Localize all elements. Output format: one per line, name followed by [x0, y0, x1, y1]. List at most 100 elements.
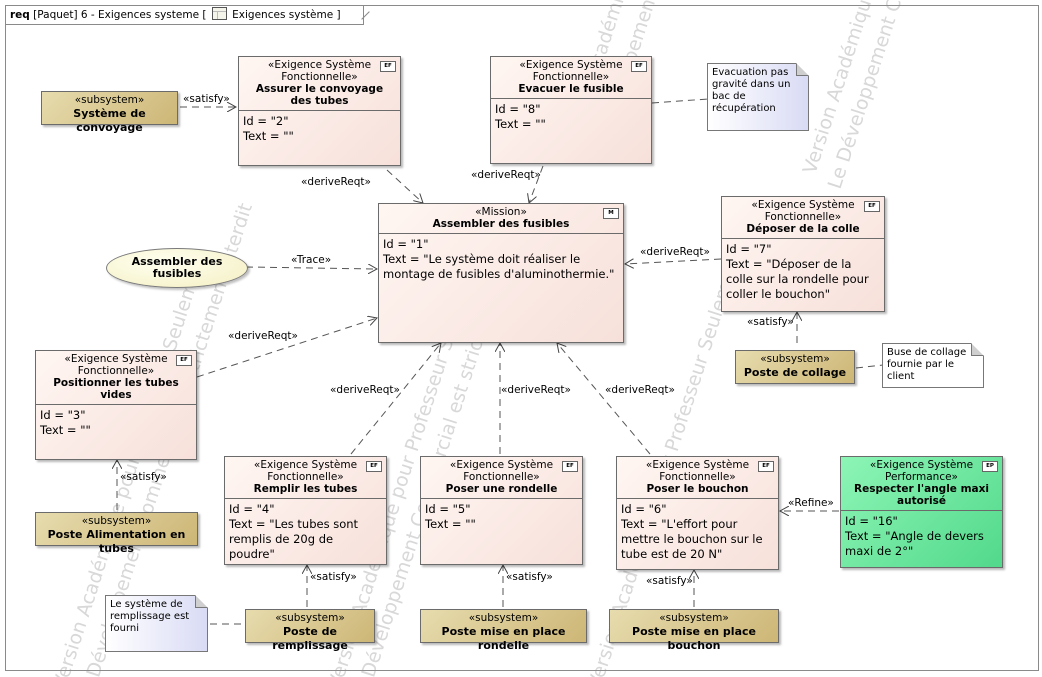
requirement-6[interactable]: EF «Exigence Système Fonctionnelle» Pose… — [616, 456, 779, 570]
requirement-header: «Exigence Système Fonctionnelle» Evacuer… — [491, 57, 651, 99]
derive-reqt-label: «deriveReqt» — [301, 176, 371, 188]
requirement-text: Text = "L'effort pour mettre le bouchon … — [621, 517, 763, 561]
requirement-header: «Exigence Système Performance» Respecter… — [841, 457, 1002, 511]
requirement-title: Poser le bouchon — [646, 483, 749, 495]
trace-label: «Trace» — [291, 254, 332, 266]
requirement-body: Id = "5" Text = "" — [421, 499, 582, 535]
requirement-text: Text = "" — [425, 517, 476, 531]
satisfy-label: «satisfy» — [310, 571, 357, 583]
subsystem-rondelle[interactable]: «subsystem» Poste mise en place rondelle — [420, 609, 587, 652]
requirement-id: Id = "16" — [845, 514, 898, 528]
requirement-body: Id = "2" Text = "" — [239, 111, 400, 147]
subsystem-collage[interactable]: «subsystem» Poste de collage — [735, 350, 855, 384]
requirement-badge: EF — [380, 61, 396, 72]
derive-r4-line — [350, 343, 441, 455]
requirement-id: Id = "3" — [40, 408, 86, 422]
mission-stereotype: «Mission» — [475, 206, 527, 218]
requirement-text: Text = "" — [495, 117, 546, 131]
requirement-id: Id = "8" — [495, 102, 541, 116]
diagram-icon — [211, 7, 227, 20]
note-remplissage[interactable]: Le système de remplissage est fourni — [105, 595, 208, 652]
requirement-title: Remplir les tubes — [253, 483, 358, 495]
derive-reqt-label: «deriveReqt» — [605, 384, 675, 396]
requirement-stereotype: «Exigence Système Fonctionnelle» — [751, 199, 855, 223]
diagram-frame: req [Paquet] 6 - Exigences systeme [ Exi… — [5, 5, 1039, 671]
trace-line — [245, 267, 377, 269]
mission-badge: M — [603, 208, 619, 219]
subsystem-convoyage[interactable]: «subsystem» Système de convoyage — [41, 91, 178, 134]
requirement-7[interactable]: EF «Exigence Système Fonctionnelle» Dépo… — [721, 196, 885, 312]
requirement-16[interactable]: EP «Exigence Système Performance» Respec… — [840, 456, 1003, 568]
subsystem-title: Poste mise en place rondelle — [441, 625, 566, 652]
subsystem-title: Poste de collage — [743, 366, 847, 379]
subsystem-remplissage[interactable]: «subsystem» Poste de remplissage — [245, 609, 375, 652]
requirement-title: Evacuer le fusible — [518, 83, 624, 95]
requirement-title: Déposer de la colle — [746, 223, 860, 235]
frame-diagram-name: Exigences système — [232, 9, 334, 21]
mission-id: Id = "1" — [383, 237, 429, 251]
requirement-stereotype: «Exigence Système Fonctionnelle» — [64, 353, 168, 377]
mission-assembler-fusibles[interactable]: M «Mission» Assembler des fusibles Id = … — [378, 203, 624, 343]
satisfy-label: «satisfy» — [183, 93, 230, 105]
requirement-id: Id = "5" — [425, 502, 471, 516]
requirement-8[interactable]: EF «Exigence Système Fonctionnelle» Evac… — [490, 56, 652, 164]
requirement-stereotype: «Exigence Système Fonctionnelle» — [519, 59, 623, 83]
requirement-2[interactable]: EF «Exigence Système Fonctionnelle» Assu… — [238, 56, 401, 166]
requirement-5[interactable]: EF «Exigence Système Fonctionnelle» Pose… — [420, 456, 583, 565]
requirement-body: Id = "7" Text = "Déposer de la colle sur… — [722, 239, 884, 305]
note-buse-link — [855, 364, 884, 369]
derive-reqt-label: «deriveReqt» — [640, 246, 710, 258]
requirement-badge: EF — [562, 461, 578, 472]
frame-tab[interactable]: req [Paquet] 6 - Exigences systeme [ Exi… — [6, 6, 364, 25]
requirement-id: Id = "2" — [243, 114, 289, 128]
frame-keyword: req — [10, 9, 30, 21]
requirement-header: «Exigence Système Fonctionnelle» Remplir… — [225, 457, 386, 499]
note-evacuation-link — [651, 98, 709, 104]
requirement-badge: EP — [982, 461, 998, 472]
subsystem-stereotype: «subsystem» — [74, 94, 145, 106]
subsystem-stereotype: «subsystem» — [81, 515, 152, 527]
refine-label: «Refine» — [788, 497, 834, 509]
requirement-4[interactable]: EF «Exigence Système Fonctionnelle» Remp… — [224, 456, 387, 565]
usecase-assembler-fusibles[interactable]: Assembler des fusibles — [106, 248, 248, 288]
mission-title: Assembler des fusibles — [432, 218, 570, 230]
requirement-stereotype: «Exigence Système Fonctionnelle» — [449, 459, 554, 483]
requirement-stereotype: «Exigence Système Performance» — [869, 459, 974, 483]
requirement-header: «Exigence Système Fonctionnelle» Poser l… — [617, 457, 778, 499]
requirement-badge: EF — [864, 201, 880, 212]
requirement-header: «Exigence Système Fonctionnelle» Positio… — [36, 351, 196, 405]
satisfy-label: «satisfy» — [646, 575, 693, 587]
note-buse-collage[interactable]: Buse de collage fournie par le client — [882, 343, 984, 388]
subsystem-title: Système de convoyage — [73, 107, 146, 134]
requirement-body: Id = "3" Text = "" — [36, 405, 196, 441]
requirement-id: Id = "6" — [621, 502, 667, 516]
frame-closing: ] — [336, 9, 341, 21]
satisfy-label: «satisfy» — [120, 471, 167, 483]
derive-r7-line — [625, 258, 722, 264]
derive-r2-line — [386, 169, 423, 203]
requirement-text: Text = "" — [243, 129, 294, 143]
derive-r3-line — [196, 318, 377, 378]
subsystem-bouchon[interactable]: «subsystem» Poste mise en place bouchon — [609, 609, 779, 652]
note-evacuation[interactable]: Evacuation pas gravité dans un bac de ré… — [707, 63, 809, 131]
requirement-title: Assurer le convoyage des tubes — [255, 83, 384, 107]
subsystem-alimentation[interactable]: «subsystem» Poste Alimentation en tubes — [35, 512, 198, 555]
subsystem-title: Poste de remplissage — [272, 625, 348, 652]
usecase-title: Assembler des fusibles — [131, 255, 223, 280]
requirement-title: Respecter l'angle maxi autorisé — [854, 483, 989, 507]
requirement-title: Poser une rondelle — [445, 483, 558, 495]
satisfy-label: «satisfy» — [506, 571, 553, 583]
frame-package: [Paquet] 6 - Exigences systeme [ — [33, 9, 207, 21]
requirement-id: Id = "7" — [726, 242, 772, 256]
requirement-text: Text = "Les tubes sont remplis de 20g de… — [229, 517, 359, 561]
mission-header: «Mission» Assembler des fusibles — [379, 204, 623, 234]
derive-reqt-label: «deriveReqt» — [501, 384, 571, 396]
requirement-title: Positionner les tubes vides — [53, 377, 179, 401]
requirement-text: Text = "Déposer de la colle sur la ronde… — [726, 257, 869, 301]
requirement-stereotype: «Exigence Système Fonctionnelle» — [645, 459, 750, 483]
requirement-stereotype: «Exigence Système Fonctionnelle» — [267, 59, 372, 83]
requirement-header: «Exigence Système Fonctionnelle» Assurer… — [239, 57, 400, 111]
subsystem-title: Poste Alimentation en tubes — [47, 528, 186, 555]
requirement-3[interactable]: EF «Exigence Système Fonctionnelle» Posi… — [35, 350, 197, 460]
